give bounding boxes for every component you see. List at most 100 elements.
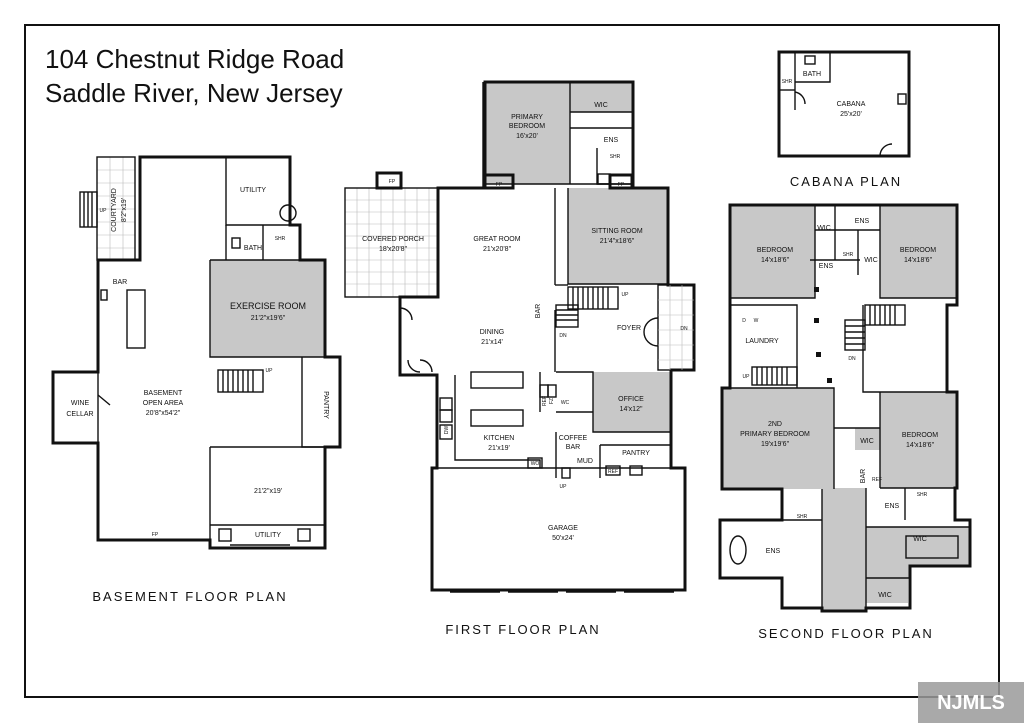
courtyard-label: COURTYARD: [111, 188, 118, 232]
dining-label: DINING: [480, 329, 505, 336]
great-room-size: 21'x20'8": [483, 246, 512, 253]
courtyard-steps: [79, 191, 98, 228]
wall-oven-label: WO: [531, 461, 540, 467]
first-wc: WC: [561, 400, 570, 406]
wic-a-label: WIC: [817, 225, 831, 232]
primary-shr: SHR: [610, 154, 621, 160]
bedroom-a-size: 14'x18'6": [761, 257, 790, 264]
foyer-porch-tiles: [658, 285, 694, 370]
bedroom-b-size: 14'x18'6": [904, 257, 933, 264]
ens-b-label: ENS: [855, 218, 870, 225]
kitchen-appliances: [439, 384, 643, 479]
porch-tiles: [345, 188, 438, 297]
foyer-porch: [657, 284, 695, 371]
second-plan-title: SECOND FLOOR PLAN: [758, 626, 934, 641]
cabana-interior-walls: [779, 52, 893, 157]
sitting-room-fp: FP: [618, 182, 625, 188]
utility-tank: [279, 204, 297, 222]
basement-open-area-size: 20'8"x54'2": [146, 410, 181, 417]
laundry-dryer: D: [742, 318, 746, 324]
wic-e: [866, 578, 908, 603]
ens-tub: [729, 535, 747, 565]
second-shr: SHR: [843, 252, 854, 258]
primary-bedroom-label: PRIMARY: [511, 114, 543, 121]
basement-open-area-2: OPEN AREA: [143, 400, 184, 407]
dining-size: 21'x14': [481, 339, 503, 346]
primary-wic: WIC: [594, 102, 608, 109]
basement-interior-walls: [53, 157, 325, 548]
kitchen-ref: REF: [542, 396, 548, 406]
basement-stairs-up: UP: [266, 368, 274, 374]
cabana-bath: BATH: [803, 71, 821, 78]
wine-cellar-1: WINE: [71, 400, 90, 407]
sitting-room-label: SITTING ROOM: [591, 228, 643, 235]
primary-bedroom-size: 16'x20': [516, 133, 538, 140]
exercise-room-size: 21'2"x19'6": [251, 315, 286, 322]
bedroom-a: [730, 205, 815, 298]
courtyard-paving: [97, 157, 135, 260]
pantry-label: PANTRY: [622, 450, 650, 457]
cabana-label: CABANA: [837, 101, 866, 108]
bedroom-c: [880, 392, 957, 488]
courtyard: [97, 157, 135, 260]
kitchen-island-2: [470, 409, 524, 427]
first-stairs-dn: DN: [559, 333, 567, 339]
second-primary-2: PRIMARY BEDROOM: [740, 431, 810, 438]
basement-floor-plan: UP COURTYARD 8'2"x19': [51, 155, 342, 550]
svg-text:NJMLS: NJMLS: [937, 692, 1005, 714]
address-line-1: 104 Chestnut Ridge Road: [45, 44, 344, 74]
wic-c-label: WIC: [860, 438, 874, 445]
bedroom-c-label: BEDROOM: [902, 432, 938, 439]
second-stairs-dn: DN: [848, 356, 856, 362]
basement-pantry: PANTRY: [322, 391, 329, 419]
laundry-washer: W: [754, 318, 759, 324]
basement-plan-title: BASEMENT FLOOR PLAN: [92, 589, 287, 604]
first-plan-title: FIRST FLOOR PLAN: [445, 622, 600, 637]
wic-d: [866, 527, 970, 578]
second-primary-bedroom: [722, 388, 834, 489]
second-stairs-up: UP: [743, 374, 751, 380]
office-size: 14'x12": [620, 406, 643, 413]
pantry-ref: REF: [608, 469, 618, 475]
porch-fireplace: [375, 171, 403, 190]
exercise-room-label: EXERCISE ROOM: [230, 301, 306, 311]
primary-ens: ENS: [604, 137, 619, 144]
wic-d-label: WIC: [913, 536, 927, 543]
basement-bar-counter: [126, 289, 146, 349]
first-floor-doors: [399, 307, 659, 373]
cabana-shr: SHR: [782, 79, 793, 85]
page-border: [24, 24, 1000, 698]
primary-wic: [570, 82, 633, 112]
second-bar: BAR: [860, 469, 867, 483]
basement-bath: BATH: [244, 245, 262, 252]
basement-shr: SHR: [275, 236, 286, 242]
first-floor-interior-walls: [432, 82, 685, 478]
bedroom-b-label: BEDROOM: [900, 247, 936, 254]
utility-unit-1: [218, 528, 232, 542]
bedroom-a-label: BEDROOM: [757, 247, 793, 254]
wine-cellar-2: CELLAR: [66, 411, 93, 418]
shr-c-label: SHR: [917, 492, 928, 498]
cabana-plan-title: CABANA PLAN: [790, 174, 902, 189]
wic-e-label: WIC: [878, 592, 892, 599]
wic-island: [905, 535, 959, 559]
basement-bar-sink: [100, 289, 108, 301]
porch-fp: FP: [389, 179, 396, 185]
first-floor-stairs: [555, 286, 619, 328]
cabana-plan: BATH SHR CABANA 25'x20': [777, 50, 911, 158]
primary-bedroom: [485, 82, 570, 184]
first-bar: BAR: [535, 304, 542, 318]
covered-porch-label: COVERED PORCH: [362, 236, 424, 243]
kitchen-dw: DW: [444, 426, 450, 435]
shr-d-label: SHR: [797, 514, 808, 520]
basement-stairs: [217, 369, 264, 393]
basement-utility-top: UTILITY: [240, 187, 266, 194]
cabana-size: 25'x20': [840, 111, 862, 118]
office-label: OFFICE: [618, 396, 644, 403]
covered-porch: [345, 188, 438, 297]
kitchen-island-1: [470, 371, 524, 389]
courtyard-size: 8'2"x19': [121, 198, 128, 222]
ens-a-label: ENS: [819, 263, 834, 270]
